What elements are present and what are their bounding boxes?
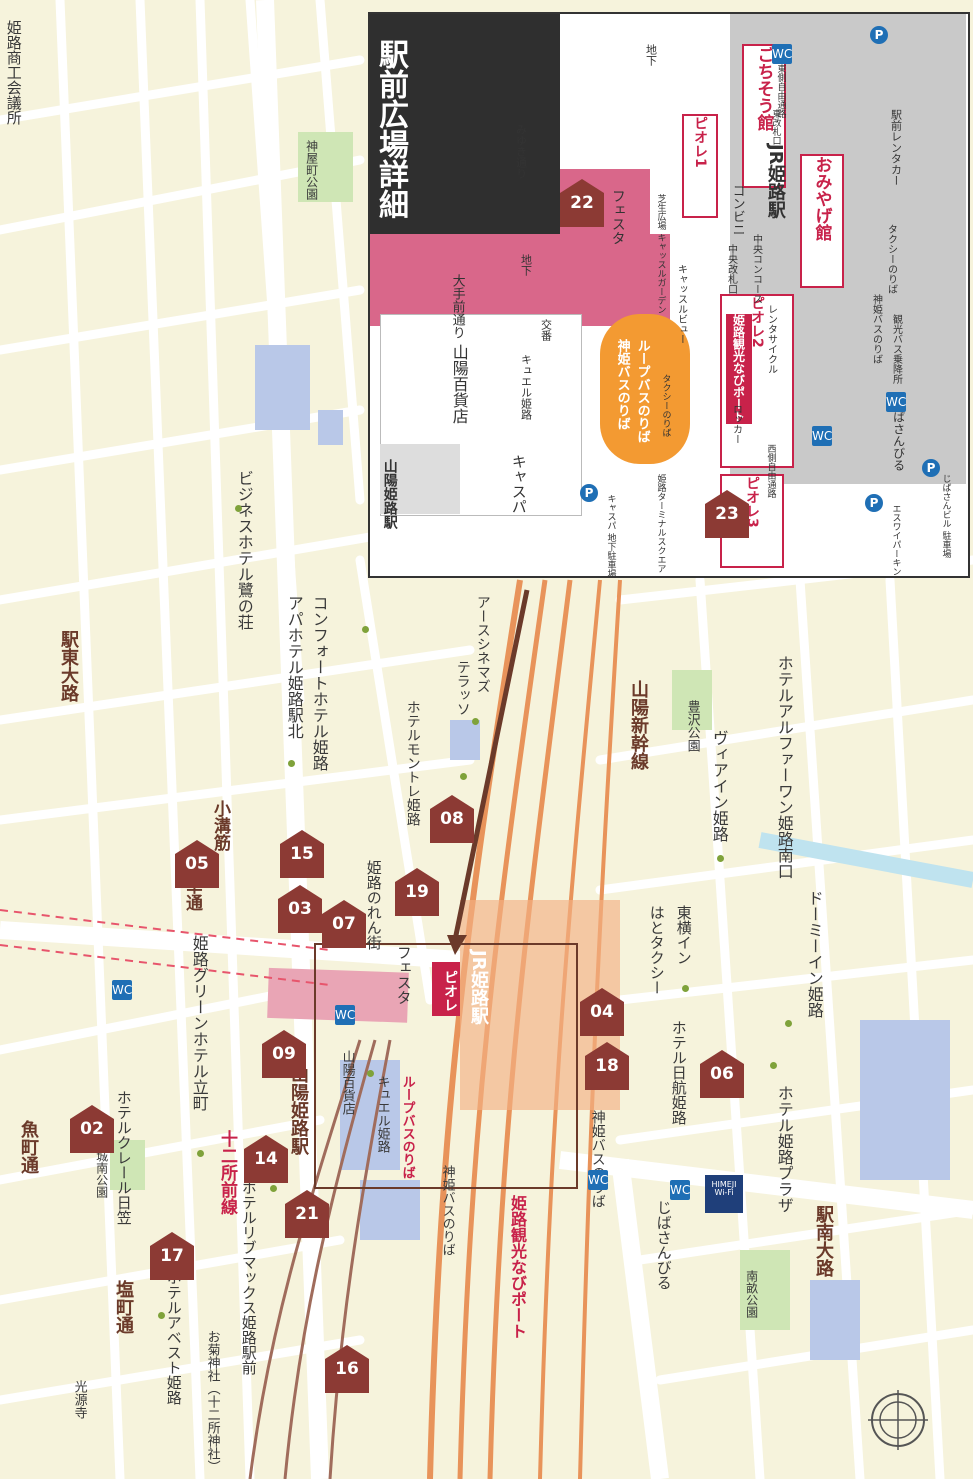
kamiyacho-park <box>298 132 353 202</box>
spot-23[interactable]: 23 <box>705 490 749 538</box>
otemae-strip <box>370 234 670 326</box>
omiyage-box[interactable]: おみやげ館 <box>800 154 844 288</box>
inset-area-frame <box>314 943 578 1189</box>
compass <box>868 1390 928 1450</box>
spot-16[interactable]: 16 <box>325 1345 369 1393</box>
spot-14[interactable]: 14 <box>244 1135 288 1183</box>
spot-04[interactable]: 04 <box>580 988 624 1036</box>
otemae-street <box>267 967 409 1023</box>
spot-21[interactable]: 21 <box>285 1190 329 1238</box>
spot-18[interactable]: 18 <box>585 1042 629 1090</box>
restroom-icon: WC <box>588 1170 608 1190</box>
spot-05[interactable]: 05 <box>175 840 219 888</box>
himeji-wifi-badge: HIMEJI Wi-Fi <box>705 1175 743 1213</box>
spot-17[interactable]: 17 <box>150 1232 194 1280</box>
inset-pointer <box>452 589 530 941</box>
parking-icon: P <box>870 26 888 44</box>
label-himeji-cci: 姫路商工会議所 <box>4 20 23 125</box>
station-plaza-inset: 駅前広場詳細 ピオレ1 ごちそう館 おみやげ館 ピオレ2 姫路観光なびポート ピ… <box>368 12 970 578</box>
parking-icon: P <box>865 494 883 512</box>
inset-jr-station: JR姫路駅 <box>764 144 786 219</box>
river <box>758 832 973 888</box>
restroom-icon: WC <box>812 426 832 446</box>
restroom-icon: WC <box>670 1180 690 1200</box>
spot-19[interactable]: 19 <box>395 868 439 916</box>
parking-icon: P <box>580 484 598 502</box>
label-sanyo-himeji: 山陽姫路駅 <box>288 1065 309 1155</box>
spot-02[interactable]: 02 <box>70 1105 114 1153</box>
inset-sanyo-station: 山陽姫路駅 <box>381 459 398 529</box>
restroom-icon: WC <box>335 1005 355 1025</box>
label-piole[interactable]: ピオレ <box>432 962 460 1016</box>
spot-09[interactable]: 09 <box>262 1030 306 1078</box>
inset-title: 駅前広場詳細 <box>373 39 408 219</box>
kanko-port-box[interactable]: 姫路観光なびポート <box>726 314 752 424</box>
spot-07[interactable]: 07 <box>322 900 366 948</box>
restroom-icon: WC <box>112 980 132 1000</box>
gochisou-box[interactable]: ごちそう館 <box>742 44 786 188</box>
parking-icon: P <box>922 459 940 477</box>
spot-15[interactable]: 15 <box>280 830 324 878</box>
spot-08[interactable]: 08 <box>430 795 474 843</box>
spot-03[interactable]: 03 <box>278 885 322 933</box>
spot-22[interactable]: 22 <box>560 179 604 227</box>
spot-06[interactable]: 06 <box>700 1050 744 1098</box>
restroom-icon: WC <box>886 392 906 412</box>
piole1-box[interactable]: ピオレ1 <box>682 114 718 218</box>
inset-sanyo-dept: 山陽百貨店 <box>449 344 469 424</box>
loop-bus-area <box>600 314 690 464</box>
restroom-icon: WC <box>772 44 792 64</box>
label-jr-himeji: JR姫路駅 <box>468 950 489 1025</box>
buildings <box>255 345 950 1360</box>
